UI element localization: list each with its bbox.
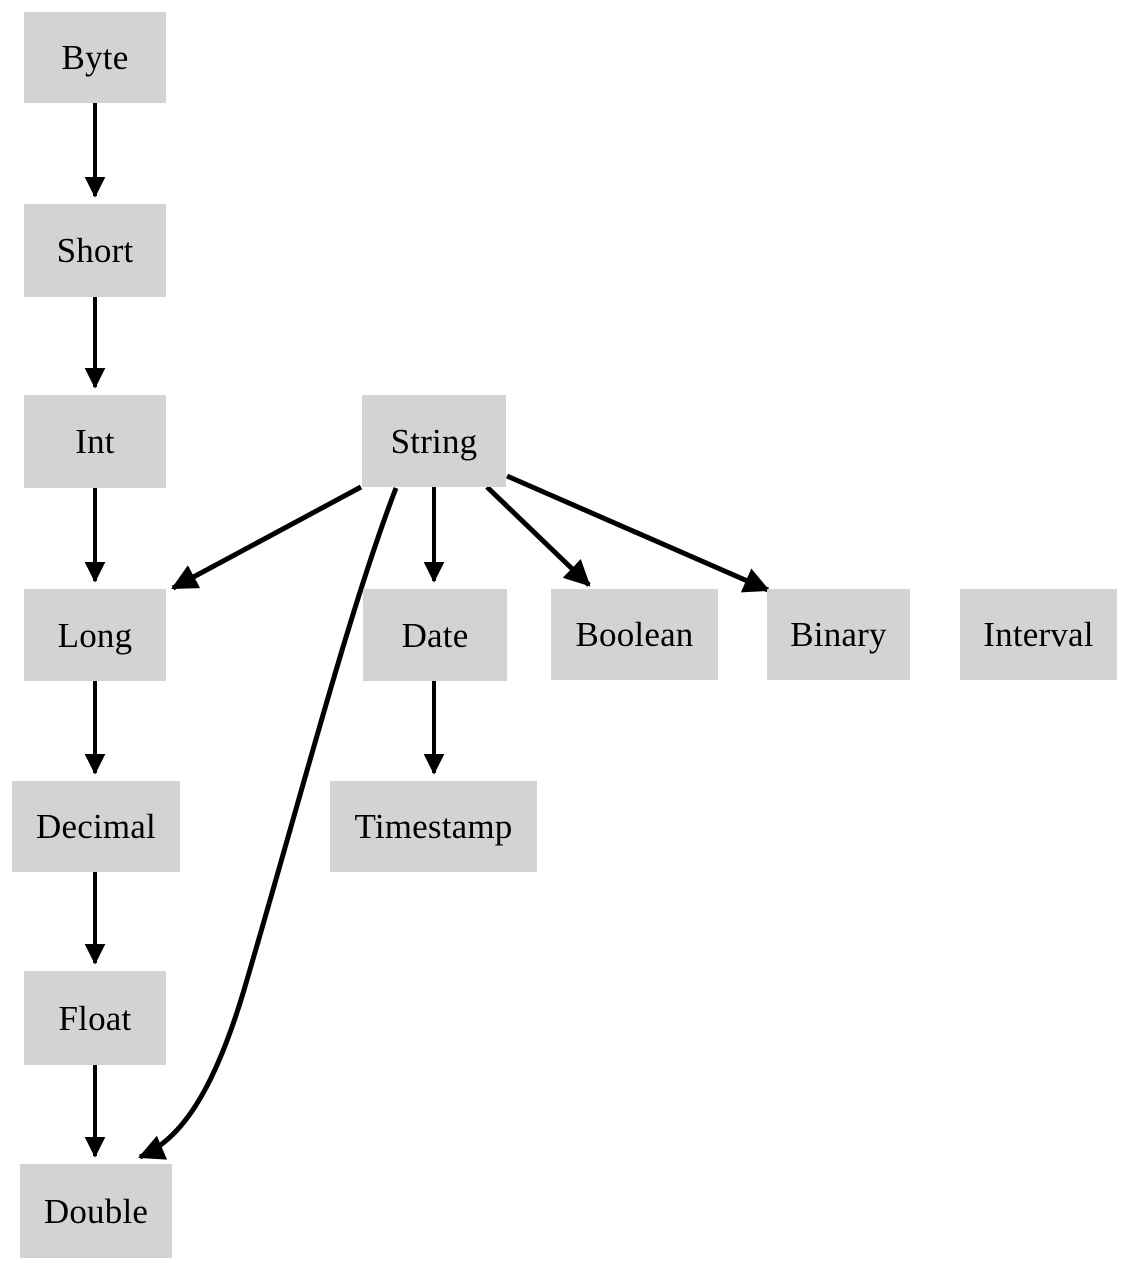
edge-string-boolean bbox=[485, 485, 591, 587]
node-int[interactable]: Int bbox=[24, 395, 166, 488]
node-long[interactable]: Long bbox=[24, 589, 166, 681]
node-string[interactable]: String bbox=[362, 395, 506, 487]
edge-string-long bbox=[171, 484, 363, 591]
node-binary[interactable]: Binary bbox=[767, 589, 910, 680]
node-short[interactable]: Short bbox=[24, 204, 166, 297]
node-byte[interactable]: Byte bbox=[24, 12, 166, 103]
node-decimal[interactable]: Decimal bbox=[12, 781, 180, 872]
node-float[interactable]: Float bbox=[24, 971, 166, 1065]
node-timestamp[interactable]: Timestamp bbox=[330, 781, 537, 872]
node-boolean[interactable]: Boolean bbox=[551, 589, 718, 680]
node-double[interactable]: Double bbox=[20, 1164, 172, 1258]
edge-string-binary bbox=[505, 473, 770, 593]
node-interval[interactable]: Interval bbox=[960, 589, 1117, 680]
node-date[interactable]: Date bbox=[363, 589, 507, 681]
